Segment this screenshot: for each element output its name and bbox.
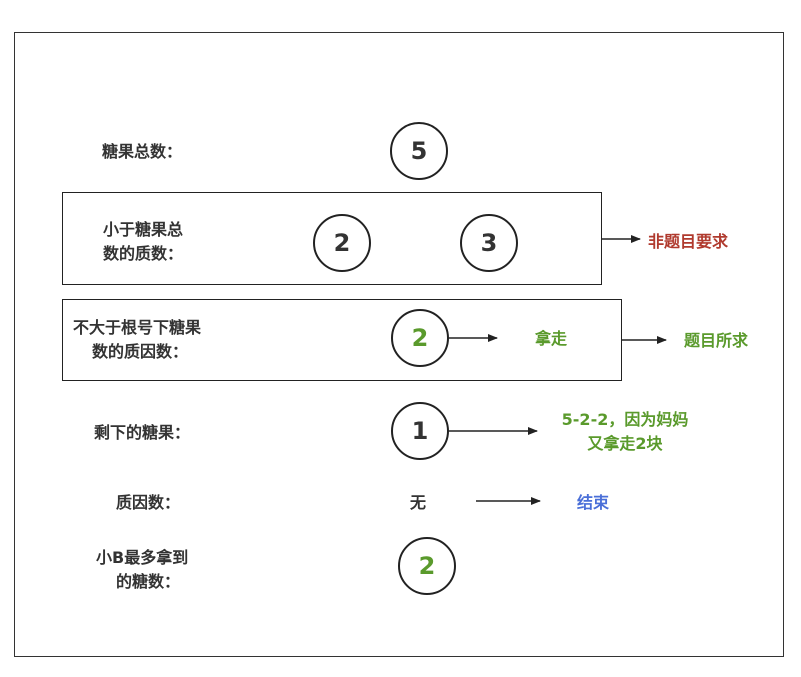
node-remaining: 1 xyxy=(391,402,449,460)
note-take: 拿走 xyxy=(535,329,568,348)
node-max: 2 xyxy=(398,537,456,595)
box-sqrt-factors xyxy=(62,299,622,381)
node-sqrt-factor: 2 xyxy=(391,309,449,367)
note-required: 题目所求 xyxy=(684,331,749,350)
diagram-frame xyxy=(14,32,784,657)
node-prime-b: 3 xyxy=(460,214,518,272)
label-sqrt-factors-1: 不大于根号下糖果 xyxy=(73,318,202,337)
label-prime-factors: 质因数： xyxy=(116,493,181,512)
box-primes-less xyxy=(62,192,602,285)
note-not-required: 非题目要求 xyxy=(648,232,729,251)
note-calc-2: 又拿走2块 xyxy=(587,434,663,453)
node-prime-a: 2 xyxy=(313,214,371,272)
label-max-2: 的糖数： xyxy=(116,572,181,591)
label-remaining: 剩下的糖果： xyxy=(94,423,191,442)
note-end: 结束 xyxy=(577,493,610,512)
label-primes-less-1: 小于糖果总 xyxy=(103,220,184,239)
label-total: 糖果总数： xyxy=(102,142,183,161)
node-total: 5 xyxy=(390,122,448,180)
label-sqrt-factors-2: 数的质因数： xyxy=(92,342,189,361)
label-max-1: 小B最多拿到 xyxy=(96,548,189,567)
note-calc-1: 5-2-2，因为妈妈 xyxy=(561,410,689,429)
label-primes-less-2: 数的质数： xyxy=(103,244,184,263)
value-prime-factors: 无 xyxy=(410,493,427,512)
